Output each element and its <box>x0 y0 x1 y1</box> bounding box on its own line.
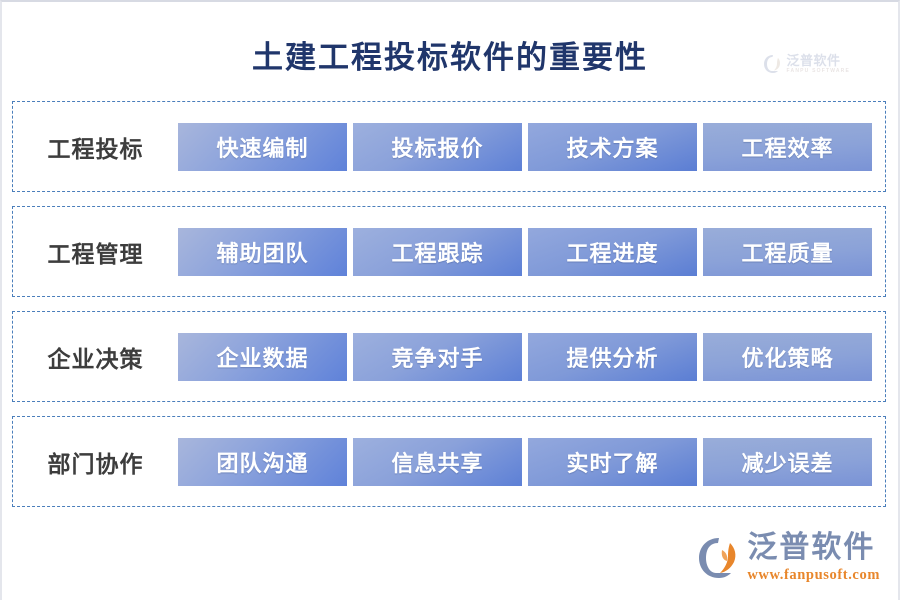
feature-chip[interactable]: 团队沟通 <box>178 437 347 486</box>
feature-chip[interactable]: 工程质量 <box>703 227 872 276</box>
watermark-logo-text: 泛普软件 FANPU SOFTWARE <box>787 54 850 74</box>
feature-chip[interactable]: 辅助团队 <box>178 227 347 276</box>
category-rows: 工程投标 快速编制 投标报价 技术方案 工程效率 工程管理 辅助团队 工程跟踪 … <box>12 101 886 521</box>
feature-chip[interactable]: 实时了解 <box>528 437 697 486</box>
fanpu-logo-mark-icon <box>763 55 780 73</box>
watermark-logo-cn: 泛普软件 <box>786 53 841 68</box>
category-label: 部门协作 <box>47 450 144 477</box>
category-label: 工程投标 <box>47 135 144 162</box>
footer-logo-url: www.fanpusoft.com <box>747 566 880 583</box>
category-row: 工程管理 辅助团队 工程跟踪 工程进度 工程质量 <box>12 206 886 297</box>
footer-logo-text: 泛普软件 www.fanpusoft.com <box>747 530 880 583</box>
header: 土建工程投标软件的重要性 泛普软件 FANPU SOFTWARE <box>2 2 898 98</box>
chip-group: 团队沟通 信息共享 实时了解 减少误差 <box>178 437 885 486</box>
footer-logo: 泛普软件 www.fanpusoft.com <box>697 530 880 583</box>
watermark-logo-en: FANPU SOFTWARE <box>786 68 850 74</box>
feature-chip[interactable]: 竞争对手 <box>353 332 522 381</box>
chip-group: 快速编制 投标报价 技术方案 工程效率 <box>178 122 885 171</box>
feature-chip[interactable]: 优化策略 <box>703 332 872 381</box>
feature-chip[interactable]: 工程效率 <box>703 122 872 171</box>
feature-chip[interactable]: 快速编制 <box>178 122 347 171</box>
feature-chip[interactable]: 工程跟踪 <box>353 227 522 276</box>
category-label: 企业决策 <box>47 345 144 372</box>
feature-chip[interactable]: 工程进度 <box>528 227 697 276</box>
footer-logo-cn: 泛普软件 <box>747 530 876 564</box>
watermark-logo: 泛普软件 FANPU SOFTWARE <box>763 54 850 74</box>
feature-chip[interactable]: 信息共享 <box>353 437 522 486</box>
fanpu-logo-mark-icon <box>699 537 736 578</box>
category-row: 工程投标 快速编制 投标报价 技术方案 工程效率 <box>12 101 886 192</box>
feature-chip[interactable]: 企业数据 <box>178 332 347 381</box>
feature-chip[interactable]: 提供分析 <box>528 332 697 381</box>
chip-group: 企业数据 竞争对手 提供分析 优化策略 <box>178 332 885 381</box>
feature-chip[interactable]: 技术方案 <box>528 122 697 171</box>
feature-chip[interactable]: 投标报价 <box>353 122 522 171</box>
category-row: 企业决策 企业数据 竞争对手 提供分析 优化策略 <box>12 311 886 402</box>
category-row: 部门协作 团队沟通 信息共享 实时了解 减少误差 <box>12 416 886 507</box>
page-title: 土建工程投标软件的重要性 <box>252 40 648 75</box>
chip-group: 辅助团队 工程跟踪 工程进度 工程质量 <box>178 227 885 276</box>
feature-chip[interactable]: 减少误差 <box>703 437 872 486</box>
category-label: 工程管理 <box>47 240 144 267</box>
